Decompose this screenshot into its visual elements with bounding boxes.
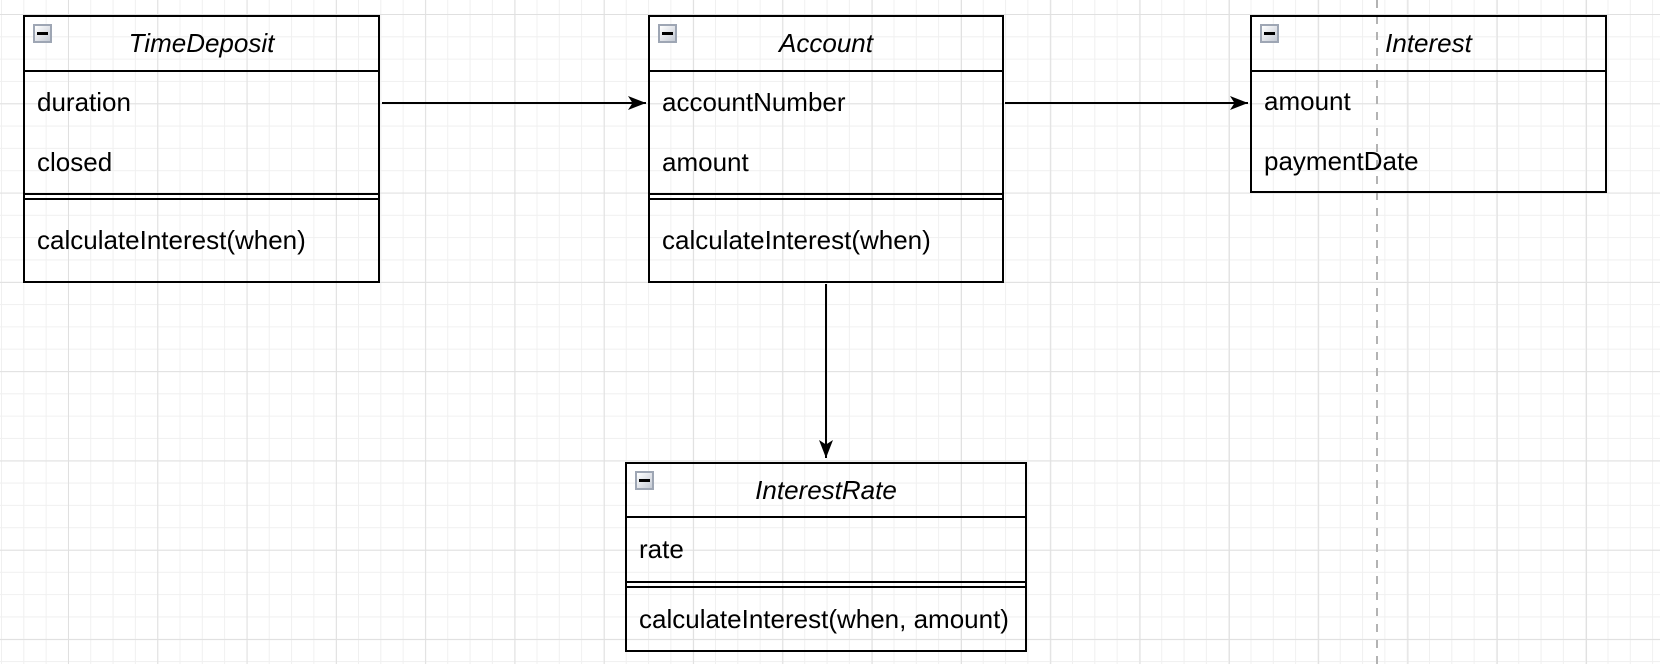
collapse-minus-icon[interactable] <box>658 24 677 43</box>
class-box-interest[interactable]: Interest amount paymentDate <box>1250 15 1607 193</box>
class-box-timedeposit[interactable]: TimeDeposit duration closed calculateInt… <box>23 15 380 283</box>
section-divider <box>627 581 1025 588</box>
class-attribute: closed <box>37 147 113 178</box>
attributes-section: duration closed <box>25 72 378 193</box>
class-method: calculateInterest(when) <box>37 225 306 255</box>
attributes-section: accountNumber amount <box>650 72 1002 193</box>
attributes-section: amount paymentDate <box>1252 72 1605 191</box>
minus-glyph <box>1264 32 1275 35</box>
class-attribute: amount <box>1264 86 1351 117</box>
class-title-row: Interest <box>1252 17 1605 72</box>
methods-section: calculateInterest(when) <box>25 200 378 281</box>
methods-section: calculateInterest(when, amount) <box>627 588 1025 650</box>
class-attribute: paymentDate <box>1264 145 1419 176</box>
class-attribute: rate <box>639 534 684 564</box>
attributes-section: rate <box>627 518 1025 581</box>
section-divider <box>650 193 1002 200</box>
class-attribute: duration <box>37 86 131 117</box>
class-attribute: accountNumber <box>662 86 846 117</box>
class-method: calculateInterest(when, amount) <box>639 603 1009 634</box>
class-title-row: InterestRate <box>627 464 1025 518</box>
class-method: calculateInterest(when) <box>662 225 931 255</box>
section-divider <box>25 193 378 200</box>
class-title-row: TimeDeposit <box>25 17 378 72</box>
class-title: TimeDeposit <box>128 28 275 58</box>
methods-section: calculateInterest(when) <box>650 200 1002 281</box>
collapse-minus-icon[interactable] <box>33 24 52 43</box>
class-title-row: Account <box>650 17 1002 72</box>
minus-glyph <box>662 32 673 35</box>
class-box-interestrate[interactable]: InterestRate rate calculateInterest(when… <box>625 462 1027 652</box>
class-title: InterestRate <box>755 474 897 505</box>
class-box-account[interactable]: Account accountNumber amount calculateIn… <box>648 15 1004 283</box>
class-title: Interest <box>1385 28 1472 58</box>
minus-glyph <box>639 479 650 482</box>
collapse-minus-icon[interactable] <box>635 471 654 490</box>
class-title: Account <box>779 28 873 58</box>
minus-glyph <box>37 32 48 35</box>
class-attribute: amount <box>662 147 749 178</box>
collapse-minus-icon[interactable] <box>1260 24 1279 43</box>
